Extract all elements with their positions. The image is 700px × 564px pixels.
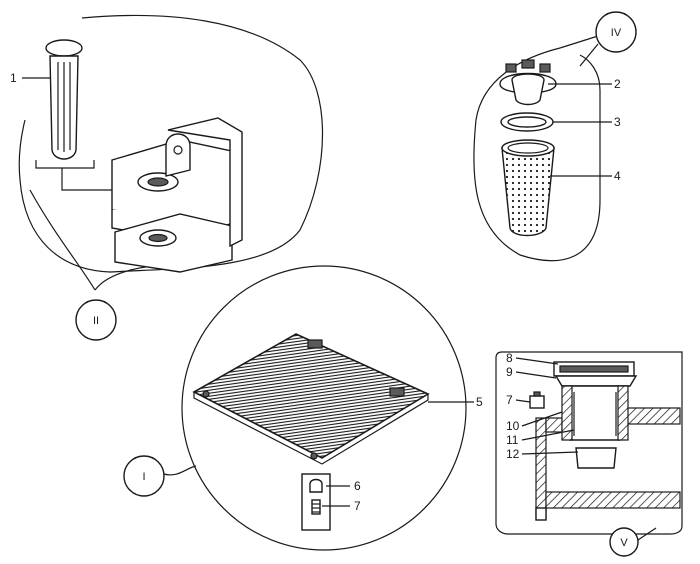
callout-8: 8 — [506, 351, 513, 365]
bracket-part — [111, 117, 243, 273]
basket-part — [501, 139, 555, 237]
callout-11: 11 — [506, 433, 519, 447]
leader-11 — [521, 429, 575, 441]
leader-12 — [521, 451, 579, 455]
view-ii-outline — [18, 14, 324, 273]
plug-part — [529, 395, 545, 409]
view-label-ii: II — [93, 315, 99, 327]
view-iv-group — [473, 11, 637, 262]
bottom-deck — [545, 491, 681, 509]
callout-7b: 7 — [506, 393, 513, 407]
callout-10: 10 — [506, 419, 520, 433]
callout-12: 12 — [506, 447, 520, 461]
strainer-head-part — [499, 59, 557, 106]
ring-part — [500, 112, 554, 132]
callout-7a: 7 — [354, 499, 361, 513]
view-i-outline — [181, 265, 467, 551]
leader-8 — [515, 357, 559, 365]
callout-1: 1 — [10, 71, 17, 85]
callout-5: 5 — [476, 395, 483, 409]
view-i-leader — [163, 465, 197, 476]
callout-6: 6 — [354, 479, 361, 493]
view-ii-label-circle — [75, 299, 117, 341]
view-i-label-circle — [123, 455, 165, 497]
housing-wall — [535, 417, 547, 519]
view-i-group — [123, 265, 474, 551]
view-label-iv: IV — [611, 27, 622, 39]
fastener-inset — [301, 473, 331, 531]
callout-4: 4 — [614, 169, 621, 183]
view-v-leader — [637, 527, 657, 541]
view-v-label-circle — [609, 527, 639, 557]
view-v-group — [495, 351, 683, 557]
leader-9 — [515, 371, 557, 379]
leader-10 — [521, 411, 563, 427]
callout-3: 3 — [614, 115, 621, 129]
pin-part — [45, 39, 83, 160]
view-label-i: I — [142, 471, 145, 483]
callout-9: 9 — [506, 365, 513, 379]
lower-basket — [575, 447, 617, 469]
view-v-outline — [495, 351, 683, 535]
leader-7b — [515, 399, 531, 403]
view-iv-leader — [559, 35, 599, 67]
plate-part — [192, 333, 430, 465]
view-ii-group — [18, 14, 324, 341]
view-iv-outline — [473, 47, 601, 262]
callout-2: 2 — [614, 77, 621, 91]
view-label-v: V — [620, 537, 628, 549]
view-iv-label-circle — [595, 11, 637, 53]
